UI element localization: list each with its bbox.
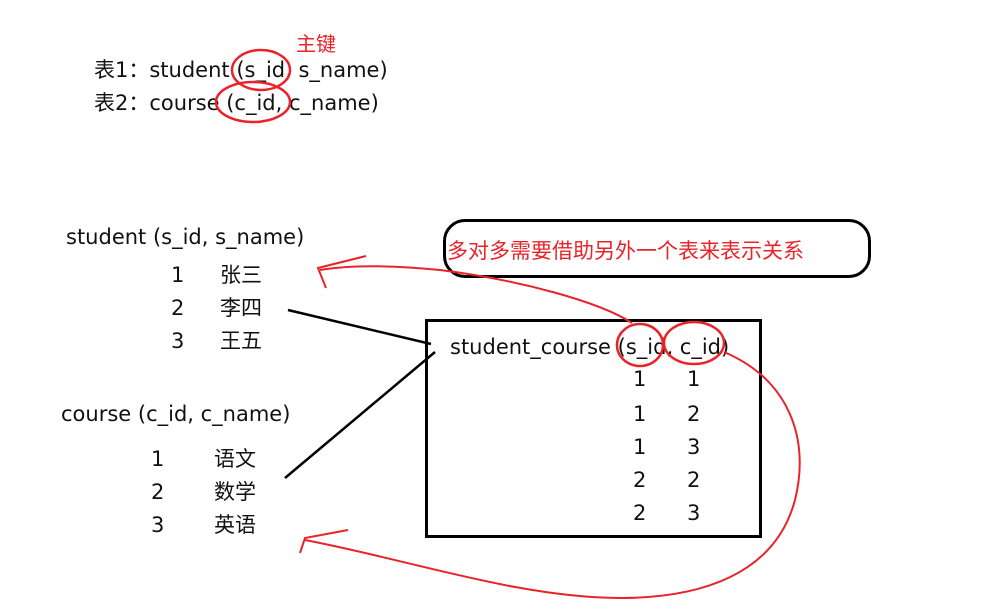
- junction-row-5-cid: 3: [687, 501, 701, 525]
- student-row-3-name: 王五: [220, 329, 262, 353]
- note-box: [443, 219, 871, 278]
- junction-row-3-sid: 1: [633, 435, 647, 459]
- junction-row-2-cid: 2: [687, 402, 701, 426]
- course-row-3-id: 3: [151, 513, 165, 537]
- junction-row-1-sid: 1: [633, 367, 647, 391]
- table1-definition: 表1：student (s_id, s_name): [94, 58, 388, 82]
- course-row-1-id: 1: [151, 447, 165, 471]
- junction-row-4-cid: 2: [687, 468, 701, 492]
- course-row-1-name: 语文: [214, 447, 256, 471]
- course-row-2-id: 2: [151, 480, 165, 504]
- student-row-3-id: 3: [171, 329, 185, 353]
- s-id-arrowhead: [316, 255, 367, 289]
- note-text: 多对多需要借助另外一个表来表示关系: [447, 239, 804, 263]
- course-table-title: course (c_id, c_name): [61, 402, 291, 426]
- student-table-title: student (s_id, s_name): [66, 225, 305, 249]
- primary-key-label: 主键: [296, 32, 336, 56]
- junction-row-4-sid: 2: [633, 468, 647, 492]
- junction-row-5-sid: 2: [633, 501, 647, 525]
- student-link-line: [287, 308, 432, 346]
- table2-definition: 表2：course (c_id, c_name): [94, 91, 379, 115]
- course-row-3-name: 英语: [214, 513, 256, 537]
- junction-row-2-sid: 1: [633, 402, 647, 426]
- student-row-2-id: 2: [171, 296, 185, 320]
- course-row-2-name: 数学: [214, 480, 256, 504]
- junction-row-1-cid: 1: [687, 367, 701, 391]
- junction-table-title: student_course (s_id, c_id): [450, 335, 730, 359]
- junction-row-3-cid: 3: [687, 435, 701, 459]
- course-link-line: [284, 351, 436, 479]
- student-row-2-name: 李四: [220, 296, 262, 320]
- student-row-1-id: 1: [171, 263, 185, 287]
- c-id-arrowhead: [299, 529, 349, 554]
- student-row-1-name: 张三: [220, 263, 262, 287]
